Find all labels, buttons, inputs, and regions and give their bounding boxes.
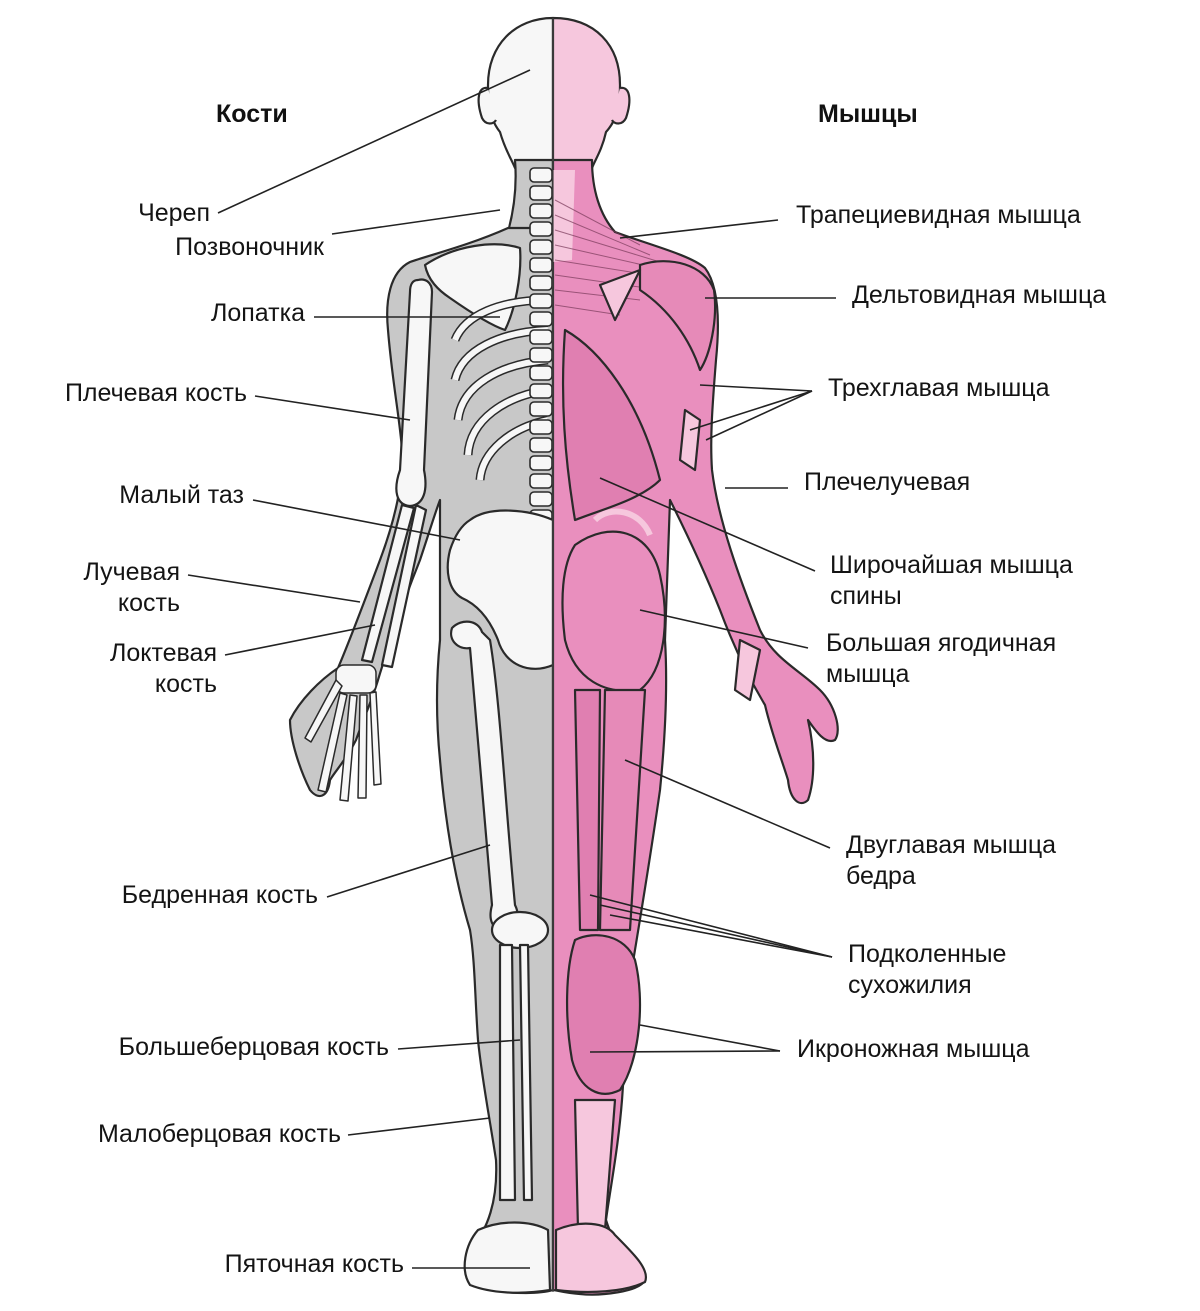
label-trapezius: Трапециевидная мышца — [796, 200, 1081, 231]
label-text: Бедренная кость — [121, 881, 318, 909]
label-biceps-femoris: Двуглавая мышца бедра — [846, 830, 1056, 892]
label-humerus: Плечевая кость — [65, 378, 247, 409]
label-line2: кость — [154, 670, 217, 698]
label-line1: Большая ягодичная — [826, 629, 1057, 657]
label-latissimus: Широчайшая мышца спины — [830, 550, 1073, 612]
bones-heading: Кости — [216, 100, 288, 128]
label-deltoid: Дельтовидная мышца — [852, 280, 1106, 311]
label-line2: сухожилия — [848, 971, 972, 999]
label-line2: спины — [830, 582, 902, 610]
label-text: Трапециевидная мышца — [796, 201, 1081, 229]
label-ulna: Локтевая кость — [110, 638, 217, 700]
label-spine: Позвоночник — [175, 232, 324, 263]
label-line1: Широчайшая мышца — [830, 551, 1073, 579]
label-fibula: Малоберцовая кость — [98, 1119, 341, 1150]
label-pelvis: Малый таз — [119, 480, 244, 511]
label-gluteus: Большая ягодичная мышца — [826, 628, 1056, 690]
label-text: Икроножная мышца — [797, 1035, 1030, 1063]
label-text: Пяточная кость — [224, 1250, 404, 1278]
label-line1: Лучевая — [83, 558, 180, 586]
label-tibia: Большеберцовая кость — [119, 1032, 389, 1063]
label-text: Дельтовидная мышца — [852, 281, 1107, 309]
label-radius: Лучевая кость — [83, 557, 180, 619]
muscles-heading: Мышцы — [818, 100, 918, 128]
label-scapula: Лопатка — [211, 298, 305, 329]
label-line1: Подколенные — [848, 940, 1007, 968]
label-text: Трехглавая мышца — [828, 374, 1050, 402]
label-hamstrings: Подколенные сухожилия — [848, 939, 1006, 1001]
skeleton-half — [288, 16, 555, 1295]
label-line2: кость — [117, 589, 180, 617]
label-femur: Бедренная кость — [122, 880, 318, 911]
label-line2: мышца — [826, 660, 910, 688]
label-triceps: Трехглавая мышца — [828, 373, 1050, 404]
label-text: Большеберцовая кость — [118, 1033, 389, 1061]
label-text: Лопатка — [210, 299, 305, 327]
label-line1: Локтевая — [109, 639, 217, 667]
label-line1: Двуглавая мышца — [846, 831, 1057, 859]
label-text: Малоберцовая кость — [97, 1120, 341, 1148]
label-brachioradialis: Плечелучевая — [804, 467, 970, 498]
label-text: Плечевая кость — [64, 379, 247, 407]
label-line2: бедра — [846, 862, 916, 890]
label-text: Плечелучевая — [804, 468, 971, 496]
label-text: Малый таз — [119, 481, 244, 509]
label-skull: Череп — [138, 198, 210, 229]
label-text: Череп — [138, 199, 210, 227]
label-text: Позвоночник — [175, 233, 324, 261]
label-gastrocnemius: Икроножная мышца — [797, 1034, 1030, 1065]
muscle-half — [551, 16, 839, 1296]
label-calcaneus: Пяточная кость — [225, 1249, 404, 1280]
leader-lines — [187, 69, 836, 1269]
